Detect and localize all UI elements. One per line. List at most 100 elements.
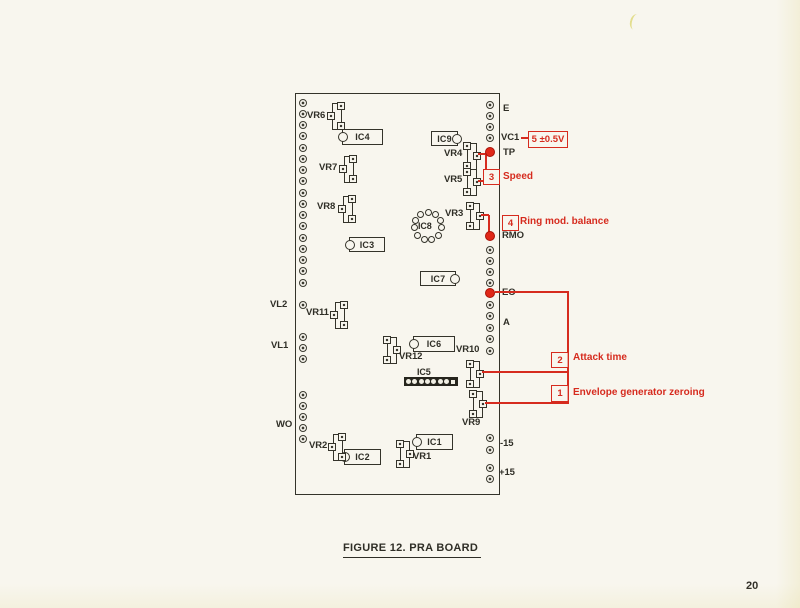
trimmer-terminal (476, 212, 484, 220)
red-wire (485, 154, 487, 170)
label-rmo: RMO (502, 230, 524, 241)
solder-pad (298, 211, 307, 219)
trimmer-terminal (479, 400, 487, 408)
solder-pad (485, 267, 494, 276)
solder-pad (485, 111, 494, 120)
ic5-pad (437, 379, 443, 384)
solder-pad (298, 143, 307, 152)
test-point-tp (484, 146, 495, 157)
solder-pad (298, 354, 307, 363)
ic8-pin (437, 216, 445, 224)
trimmer-terminal (466, 380, 474, 388)
label-vr6: VR6 (307, 110, 326, 121)
solder-pad (298, 300, 307, 309)
trimmer-terminal (473, 152, 481, 160)
solder-pad (485, 100, 494, 109)
solder-pad (485, 133, 494, 142)
trimmer-terminal (476, 370, 484, 378)
ic-notch (412, 437, 422, 447)
trimmer-terminal (327, 112, 335, 120)
solder-pad (485, 323, 494, 332)
trimmer-terminal (338, 205, 346, 213)
trimmer-terminal (338, 453, 346, 461)
solder-pad (485, 256, 494, 265)
red-wire (481, 214, 489, 216)
ic8-pin (432, 210, 440, 218)
trimmer-terminal (463, 142, 471, 150)
trimmer-terminal (330, 311, 338, 319)
solder-pad (298, 434, 307, 443)
solder-pad (485, 122, 494, 131)
ic5-pad (412, 379, 418, 384)
callout-box-3: 3 (483, 169, 500, 185)
solder-pad (485, 335, 494, 343)
ic-ic4: IC4 (338, 129, 383, 145)
ic-notch (338, 132, 348, 142)
trimmer-terminal (349, 175, 357, 183)
red-wire (521, 137, 528, 139)
solder-pad (298, 177, 307, 186)
label-vr1: VR1 (413, 451, 432, 462)
ic8-pin (428, 235, 436, 243)
label-vr11: VR11 (306, 307, 329, 318)
ic5-pad (424, 379, 430, 384)
trimmer-terminal (337, 102, 345, 110)
solder-pad (485, 245, 494, 254)
trimmer-terminal (338, 433, 346, 441)
ic-ic2: IC2 (340, 449, 381, 465)
solder-pad (298, 278, 307, 287)
label-vr8: VR8 (317, 201, 336, 212)
trimmer-terminal (466, 360, 474, 368)
trimmer-terminal (393, 346, 401, 354)
trimmer-terminal (337, 122, 345, 130)
label-vr12: VR12 (399, 351, 423, 362)
test-point-rmo (484, 230, 495, 241)
trimmer-terminal (463, 168, 471, 176)
solder-pad (298, 401, 307, 410)
figure-caption: FIGURE 12. PRA BOARD (343, 542, 482, 558)
test-point-eo (484, 287, 495, 298)
trimmer-terminal (348, 195, 356, 203)
trimmer-terminal (349, 155, 357, 163)
red-wire (485, 402, 568, 404)
solder-pad (485, 474, 494, 483)
ic-notch (452, 133, 462, 144)
trimmer-terminal (473, 178, 481, 186)
trimmer-terminal (339, 165, 347, 173)
ic-notch (409, 339, 419, 349)
ic5-pad (418, 379, 424, 384)
solder-pad (485, 278, 494, 287)
trimmer-terminal (396, 460, 404, 468)
trimmer-terminal (463, 188, 471, 196)
trimmer-terminal (469, 410, 477, 418)
solder-pad (298, 166, 307, 174)
ic-ic8: IC8 (418, 221, 432, 231)
ic-ic9: IC9 (431, 131, 462, 146)
page-number: 20 (746, 580, 759, 592)
label-vr10: VR10 (456, 344, 480, 355)
ic5-pad (431, 379, 437, 384)
ic5-pad (406, 379, 411, 384)
label-vr7: VR7 (319, 162, 338, 173)
ic-ic7: IC7 (420, 271, 460, 286)
ic8-pin (424, 208, 432, 216)
label-vr9: VR9 (462, 417, 481, 428)
label-vr4: VR4 (444, 148, 463, 159)
label-15: -15 (500, 438, 514, 449)
ic8-pin (411, 216, 419, 224)
solder-pad (485, 445, 494, 454)
label-vr3: VR3 (445, 208, 464, 219)
label-vc1: VC1 (501, 132, 520, 143)
solder-pad (298, 256, 307, 264)
solder-pad (298, 267, 307, 276)
trimmer-terminal (383, 336, 391, 344)
solder-pad (298, 390, 307, 399)
solder-pad (298, 132, 307, 141)
callout-box-1: 1 (551, 385, 569, 402)
solder-pad (298, 244, 307, 253)
label-eo: EO (502, 288, 516, 298)
pcb-outline (295, 93, 500, 495)
solder-pad (298, 188, 307, 197)
solder-pad (298, 233, 307, 242)
callout-label-3: Speed (503, 171, 534, 182)
